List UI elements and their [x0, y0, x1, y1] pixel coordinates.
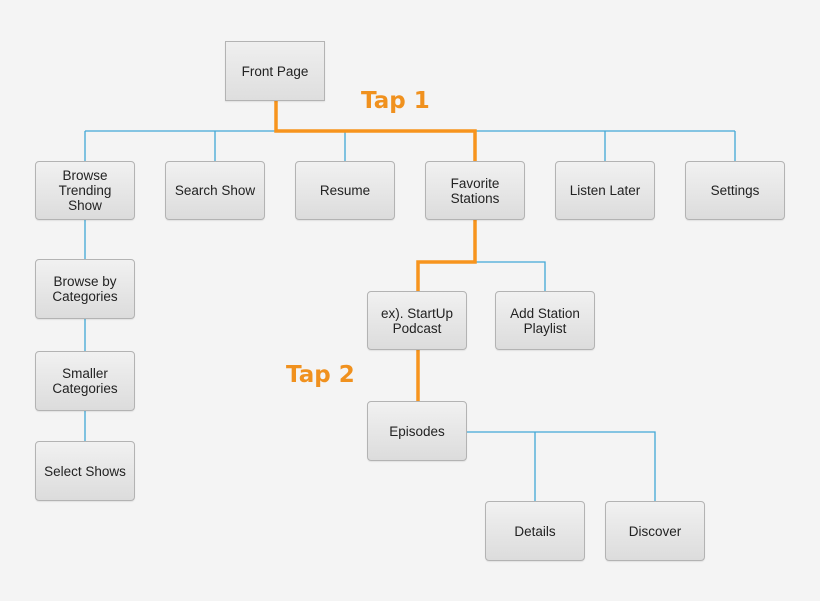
- node-label: Front Page: [241, 63, 309, 79]
- node-front-page[interactable]: Front Page: [225, 41, 325, 101]
- node-add-station-playlist[interactable]: Add Station Playlist: [495, 291, 595, 350]
- node-episodes[interactable]: Episodes: [367, 401, 467, 461]
- tap-1-label: Tap 1: [361, 88, 430, 114]
- node-label: ex). StartUp Podcast: [380, 305, 454, 336]
- node-label: Browse by Categories: [52, 274, 118, 304]
- node-label: Episodes: [389, 423, 445, 439]
- node-settings[interactable]: Settings: [685, 161, 785, 220]
- node-label: Smaller Categories: [52, 366, 118, 396]
- node-startup-podcast[interactable]: ex). StartUp Podcast: [367, 291, 467, 350]
- node-discover[interactable]: Discover: [605, 501, 705, 561]
- connector-episodes-children: [466, 431, 656, 502]
- node-label: Settings: [710, 183, 760, 198]
- node-listen-later[interactable]: Listen Later: [555, 161, 655, 220]
- node-favorite-stations[interactable]: Favorite Stations: [425, 161, 525, 220]
- node-label: Favorite Stations: [450, 175, 500, 206]
- node-label: Resume: [319, 183, 371, 198]
- node-label: Search Show: [174, 183, 256, 198]
- node-select-shows[interactable]: Select Shows: [35, 441, 135, 501]
- node-resume[interactable]: Resume: [295, 161, 395, 220]
- node-label: Browse Trending Show: [58, 168, 112, 213]
- node-label: Discover: [628, 523, 682, 539]
- connector-add-station: [475, 261, 546, 292]
- node-search-show[interactable]: Search Show: [165, 161, 265, 220]
- node-label: Details: [514, 523, 556, 539]
- node-label: Add Station Playlist: [510, 305, 580, 336]
- tap-2-label: Tap 2: [286, 362, 355, 388]
- node-smaller-categories[interactable]: Smaller Categories: [35, 351, 135, 411]
- node-details[interactable]: Details: [485, 501, 585, 561]
- node-browse-by-categories[interactable]: Browse by Categories: [35, 259, 135, 319]
- node-label: Select Shows: [44, 463, 126, 479]
- node-label: Listen Later: [569, 183, 641, 198]
- tap-path-1: [274, 100, 477, 162]
- tap-path-2: [416, 219, 477, 292]
- node-browse-trending-show[interactable]: Browse Trending Show: [35, 161, 135, 220]
